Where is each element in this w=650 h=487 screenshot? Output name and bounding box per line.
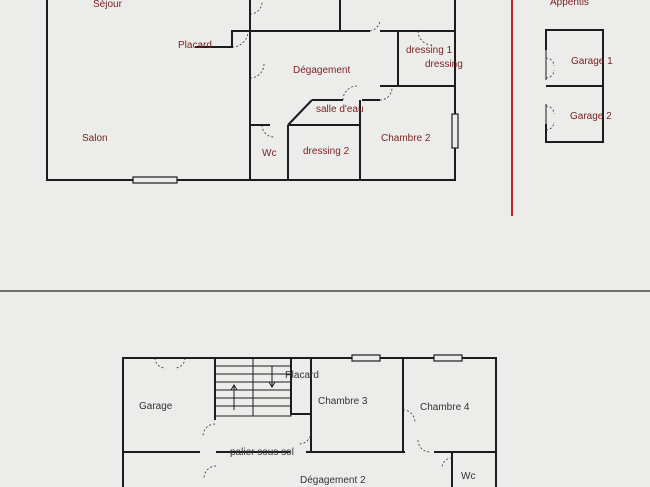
room-label-palier: palier sous sol [230,447,294,458]
chambre4-window [433,354,463,362]
lower-floor-plan [122,354,497,487]
room-label-placard-lower: Placard [285,370,319,381]
appentis-plan [511,0,604,216]
garage2-door [545,105,555,131]
door-wc-lower [441,457,453,469]
room-label-degagement2: Dégagement 2 [300,475,366,486]
upper-floor-plan [46,0,459,184]
room-label-sejour: Séjour [93,0,123,10]
room-label-garage: Garage [139,401,173,412]
door-chambre2 [379,87,393,101]
room-label-placard: Placard [178,40,212,51]
stair-arrow-left [230,384,238,410]
salon-window [132,176,178,184]
door-chambre3 [298,431,312,445]
door-top-1 [249,1,263,15]
room-label-degagement: Dégagement [293,65,350,76]
room-label-chambre4: Chambre 4 [420,402,470,413]
stair-arrow-right [268,366,276,388]
door-sejour-degagement [249,63,265,79]
door-degagement2-left [203,465,217,479]
room-label-garage1: Garage 1 [571,56,613,67]
room-label-dressing1-a: dressing 1 [406,45,453,56]
garage-entry-door [154,357,186,369]
room-label-dressing1-b: dressing [425,59,463,70]
door-garage-palier [202,423,216,437]
door-degagement2-right [417,439,431,453]
room-label-wc: Wc [262,148,276,159]
room-label-salle-deau: salle d'eau [316,104,364,115]
garage1-door [545,57,555,79]
room-label-salon: Salon [82,133,108,144]
door-chambre4 [402,409,416,423]
room-label-dressing2: dressing 2 [303,146,350,157]
door-dressing1 [417,30,433,46]
door-wc [261,124,275,138]
degagement-bottom-wall-b [287,99,313,126]
chambre2-window [451,113,459,149]
room-label-chambre2: Chambre 2 [381,133,431,144]
door-placard [231,30,249,48]
chambre3-window [351,354,381,362]
room-label-wc-lower: Wc [461,471,475,482]
door-degagement-top [369,19,381,32]
door-salle-deau [342,85,358,101]
room-label-appentis: Appentis [550,0,589,8]
room-label-garage2: Garage 2 [570,111,612,122]
room-label-chambre3: Chambre 3 [318,396,368,407]
placard-lower-box [290,357,312,415]
